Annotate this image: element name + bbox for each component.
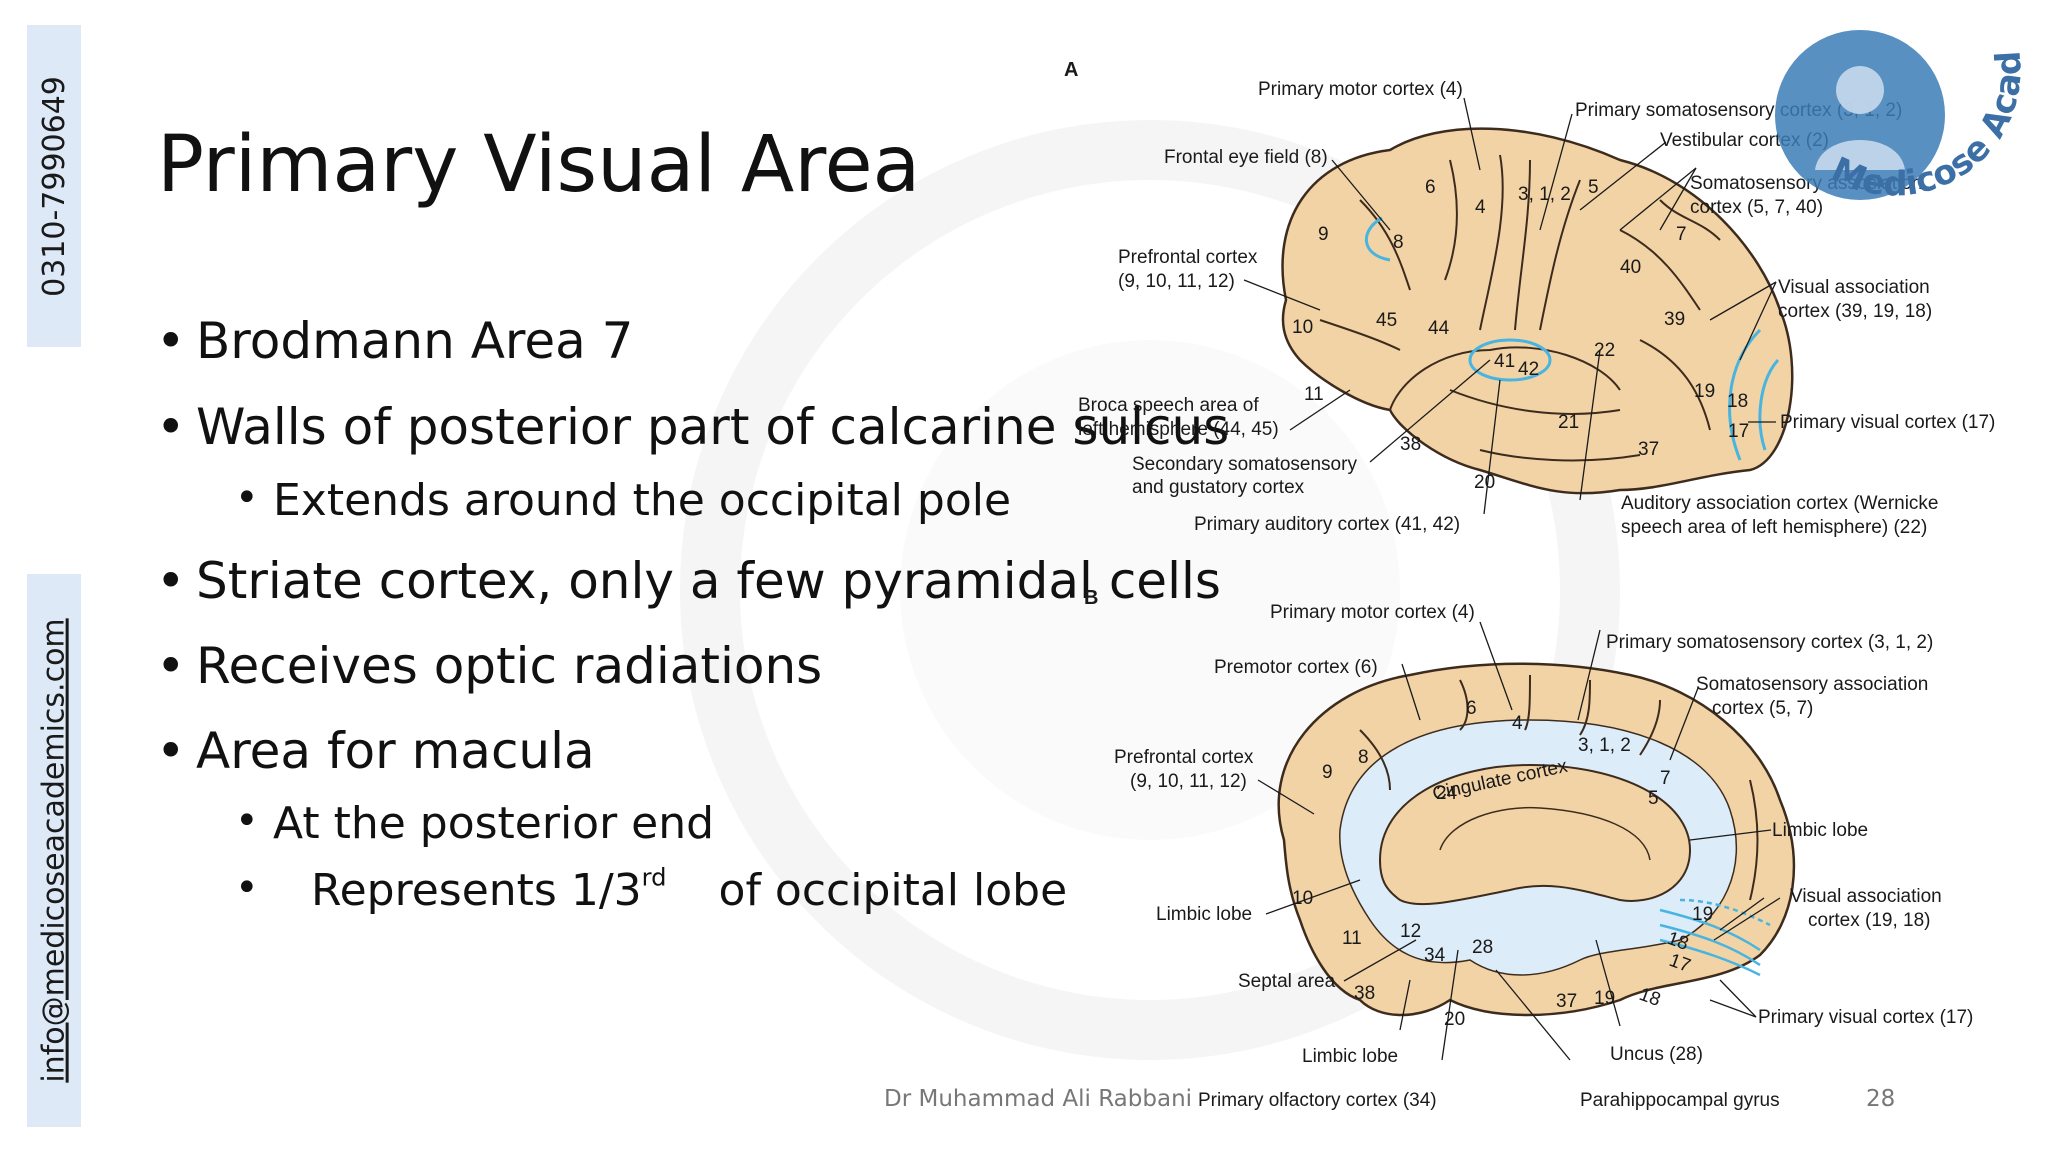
svg-text:Primary motor cortex (4): Primary motor cortex (4) bbox=[1270, 602, 1475, 623]
svg-text:5: 5 bbox=[1588, 177, 1599, 198]
svg-text:45: 45 bbox=[1376, 310, 1397, 331]
svg-text:speech area of left hemisphere: speech area of left hemisphere) (22) bbox=[1621, 517, 1927, 538]
svg-text:Somatosensory association: Somatosensory association bbox=[1696, 674, 1928, 695]
sub-bullet-item: At the posterior end bbox=[235, 798, 714, 849]
svg-text:24: 24 bbox=[1436, 783, 1458, 804]
brain-medial-diagram: B 6 4 9 8 3, 1, 2 7 5 Cingulate cortex 2… bbox=[1084, 587, 1973, 1111]
svg-text:Primary visual cortex (17): Primary visual cortex (17) bbox=[1780, 412, 1995, 433]
svg-text:Limbic lobe: Limbic lobe bbox=[1302, 1046, 1398, 1067]
cerebrum-shape bbox=[1281, 127, 1794, 495]
panel-label-b: B bbox=[1084, 587, 1098, 609]
svg-text:Uncus (28): Uncus (28) bbox=[1610, 1044, 1703, 1065]
svg-text:7: 7 bbox=[1660, 768, 1671, 789]
svg-text:19: 19 bbox=[1694, 381, 1715, 402]
svg-text:Secondary somatosensory: Secondary somatosensory bbox=[1132, 454, 1357, 475]
svg-text:cortex (39, 19, 18): cortex (39, 19, 18) bbox=[1778, 301, 1932, 322]
phone-number: 0310-7990649 bbox=[36, 75, 72, 297]
svg-text:44: 44 bbox=[1428, 318, 1450, 339]
svg-text:9: 9 bbox=[1318, 224, 1329, 245]
svg-text:11: 11 bbox=[1342, 928, 1362, 949]
svg-text:17: 17 bbox=[1728, 421, 1749, 442]
svg-text:21: 21 bbox=[1558, 412, 1579, 433]
svg-text:38: 38 bbox=[1354, 983, 1375, 1004]
bullet-item: Area for macula bbox=[156, 722, 595, 780]
svg-text:22: 22 bbox=[1594, 340, 1615, 361]
svg-text:40: 40 bbox=[1620, 257, 1641, 278]
phone-sidebar: 0310-7990649 bbox=[27, 25, 81, 347]
email-link[interactable]: info@medicoseacademics.com bbox=[36, 618, 72, 1083]
slide-title: Primary Visual Area bbox=[157, 120, 921, 210]
svg-text:Limbic lobe: Limbic lobe bbox=[1156, 904, 1252, 925]
svg-text:4: 4 bbox=[1475, 197, 1486, 218]
svg-text:Parahippocampal gyrus: Parahippocampal gyrus bbox=[1580, 1090, 1780, 1111]
svg-text:3, 1, 2: 3, 1, 2 bbox=[1578, 735, 1631, 756]
svg-text:Primary visual cortex (17): Primary visual cortex (17) bbox=[1758, 1007, 1973, 1028]
svg-text:34: 34 bbox=[1424, 945, 1446, 966]
svg-text:Primary somatosensory cortex (: Primary somatosensory cortex (3, 1, 2) bbox=[1606, 632, 1933, 653]
svg-text:Limbic lobe: Limbic lobe bbox=[1772, 820, 1868, 841]
footer-author: Dr Muhammad Ali Rabbani bbox=[884, 1086, 1193, 1112]
svg-text:12: 12 bbox=[1400, 921, 1421, 942]
svg-text:cortex (5, 7, 40): cortex (5, 7, 40) bbox=[1690, 197, 1823, 218]
sub-bullet-item: Represents 1/3rd of occipital lobe bbox=[235, 865, 1067, 916]
email-sidebar: info@medicoseacademics.com bbox=[27, 574, 81, 1127]
svg-text:41: 41 bbox=[1494, 351, 1515, 372]
svg-text:Premotor cortex (6): Premotor cortex (6) bbox=[1214, 657, 1378, 678]
svg-text:7: 7 bbox=[1676, 224, 1687, 245]
svg-text:37: 37 bbox=[1556, 991, 1577, 1012]
svg-text:left hemisphere (44, 45): left hemisphere (44, 45) bbox=[1078, 419, 1279, 440]
svg-text:Auditory association cortex (W: Auditory association cortex (Wernicke bbox=[1621, 493, 1939, 514]
svg-text:Frontal eye field (8): Frontal eye field (8) bbox=[1164, 147, 1328, 168]
svg-text:37: 37 bbox=[1638, 439, 1659, 460]
svg-text:6: 6 bbox=[1425, 177, 1436, 198]
svg-text:10: 10 bbox=[1292, 888, 1313, 909]
svg-text:(9, 10, 11, 12): (9, 10, 11, 12) bbox=[1118, 271, 1235, 292]
page-number: 28 bbox=[1866, 1086, 1896, 1112]
svg-text:Prefrontal cortex: Prefrontal cortex bbox=[1118, 247, 1258, 268]
svg-text:8: 8 bbox=[1393, 232, 1404, 253]
svg-text:20: 20 bbox=[1474, 472, 1495, 493]
svg-text:4: 4 bbox=[1512, 713, 1523, 734]
panel-label-a: A bbox=[1064, 59, 1078, 81]
svg-text:Primary olfactory cortex (34): Primary olfactory cortex (34) bbox=[1198, 1090, 1437, 1111]
svg-text:11: 11 bbox=[1304, 384, 1324, 405]
bullet-item: Walls of posterior part of calcarine sul… bbox=[156, 398, 1229, 456]
svg-text:Visual association: Visual association bbox=[1778, 277, 1930, 298]
svg-text:42: 42 bbox=[1518, 359, 1539, 380]
svg-text:28: 28 bbox=[1472, 937, 1493, 958]
svg-text:Prefrontal cortex: Prefrontal cortex bbox=[1114, 747, 1254, 768]
bullet-item: Brodmann Area 7 bbox=[156, 312, 633, 370]
svg-text:3, 1, 2: 3, 1, 2 bbox=[1518, 184, 1571, 205]
svg-text:(9, 10, 11, 12): (9, 10, 11, 12) bbox=[1130, 771, 1247, 792]
svg-text:Broca speech area of: Broca speech area of bbox=[1078, 395, 1259, 416]
svg-text:19: 19 bbox=[1692, 904, 1713, 925]
svg-text:Visual association: Visual association bbox=[1790, 886, 1942, 907]
svg-text:18: 18 bbox=[1727, 391, 1748, 412]
svg-text:19: 19 bbox=[1594, 988, 1615, 1009]
svg-text:and gustatory cortex: and gustatory cortex bbox=[1132, 477, 1305, 498]
svg-text:cortex (5, 7): cortex (5, 7) bbox=[1712, 698, 1813, 719]
sulci-lines bbox=[1319, 154, 1721, 462]
sub-bullet-item: Extends around the occipital pole bbox=[235, 475, 1011, 526]
medicose-logo: Medicose Academics bbox=[1740, 20, 2030, 204]
svg-text:9: 9 bbox=[1322, 762, 1333, 783]
svg-text:8: 8 bbox=[1358, 747, 1369, 768]
svg-text:cortex (19, 18): cortex (19, 18) bbox=[1808, 910, 1931, 931]
svg-text:Septal area: Septal area bbox=[1238, 971, 1336, 992]
svg-text:38: 38 bbox=[1400, 434, 1421, 455]
bullet-item: Striate cortex, only a few pyramidal cel… bbox=[156, 552, 1221, 610]
bullet-item: Receives optic radiations bbox=[156, 637, 822, 695]
svg-text:10: 10 bbox=[1292, 317, 1313, 338]
svg-text:39: 39 bbox=[1664, 309, 1685, 330]
svg-text:6: 6 bbox=[1466, 698, 1477, 719]
svg-text:Primary auditory cortex (41, 4: Primary auditory cortex (41, 42) bbox=[1194, 514, 1460, 535]
svg-text:5: 5 bbox=[1648, 788, 1659, 809]
svg-text:Primary motor cortex (4): Primary motor cortex (4) bbox=[1258, 79, 1463, 100]
doctor-icon bbox=[1836, 66, 1884, 114]
